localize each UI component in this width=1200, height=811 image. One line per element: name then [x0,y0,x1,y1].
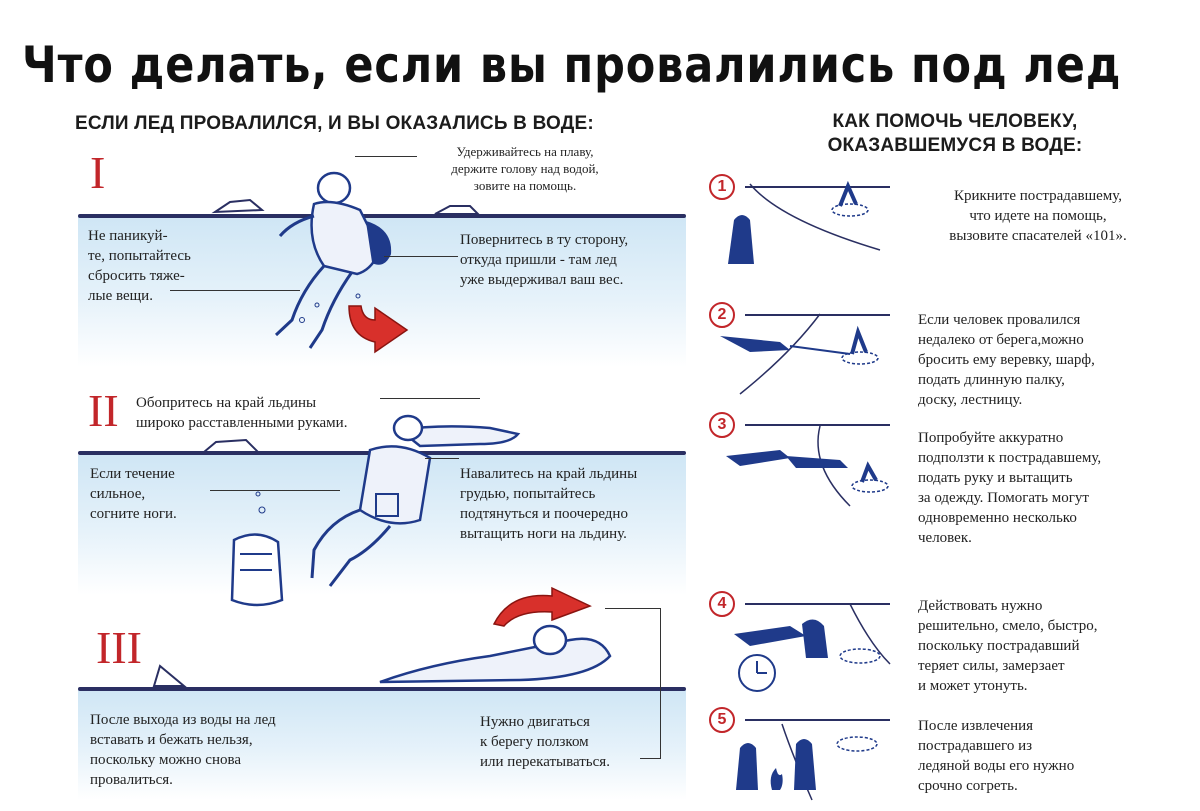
step-5-text: После извлечения пострадавшего из ледяно… [918,718,1075,794]
ice-floe-icon [434,205,481,215]
panel-1-right-text: Повернитесь в ту сторону, откуда пришли … [460,232,629,288]
ice-floe-icon [152,664,187,687]
panel-2-left-text: Если течение сильное, согните ноги. [90,466,177,522]
panel-2-top-text: Обопритесь на край льдины широко расстав… [136,395,348,431]
panel-1-top-text: Удерживайтесь на плаву, держите голову н… [451,144,599,193]
panel-1-left-text: Не паникуй- те, попытайтесь сбросить тяж… [88,228,191,304]
panel-numeral: I [90,147,106,198]
drowning-person-illustration [274,171,392,349]
panel-2-right-text: Навалитесь на край льдины грудью, попыта… [460,466,638,542]
left-section-heading: ЕСЛИ ЛЕД ПРОВАЛИЛСЯ, И ВЫ ОКАЗАЛИСЬ В ВО… [75,113,594,134]
rescue-scene-5-illustration [736,723,878,801]
shore-line [745,186,890,188]
ice-line [78,687,686,691]
shore-line [745,719,890,721]
rescue-scene-4-illustration [734,603,891,665]
step-number-badge: 2 [709,302,735,328]
step-3-text: Попробуйте аккуратно подползти к пострад… [918,430,1102,546]
panel-numeral: III [96,622,142,673]
backpack-icon [230,491,284,607]
step-number-badge: 3 [709,412,735,438]
step-2-text: Если человек провалился недалеко от бере… [918,312,1095,408]
ice-floe-icon [211,198,265,214]
ice-line [78,214,686,218]
climbing-person-illustration [310,414,521,587]
clock-icon [738,654,776,692]
rescue-scene-1-illustration [728,180,881,264]
panel-3-left-text: После выхода из воды на лед вставать и б… [90,712,276,788]
water-area [78,690,686,800]
leader-line [640,758,661,759]
shore-line [745,603,890,605]
panel-numeral: II [88,385,119,436]
crawling-person-illustration [379,624,612,684]
poster-title: Что делать, если вы провалились под лед [22,36,1122,94]
rescue-scene-3-illustration [726,425,889,507]
step-number-badge: 1 [709,174,735,200]
rescue-scene-2-illustration [720,313,879,395]
right-section-heading: КАК ПОМОЧЬ ЧЕЛОВЕКУ, ОКАЗАВШЕМУСЯ В ВОДЕ… [827,111,1083,156]
panel-3-right-text: Нужно двигаться к берегу ползком или пер… [480,714,610,770]
leader-line [380,398,480,399]
step-number-badge: 5 [709,707,735,733]
leader-line [605,608,661,609]
leader-line [210,490,340,491]
step-number-badge: 4 [709,591,735,617]
shore-line [745,314,890,316]
leader-line [355,156,417,157]
roll-arrow-icon [492,586,592,627]
turn-arrow-icon [348,305,409,354]
step-4-text: Действовать нужно решительно, смело, быс… [918,598,1098,694]
shore-line [745,424,890,426]
leader-line [660,608,661,758]
leader-line [425,458,459,459]
leader-line [170,290,300,291]
step-1-text: Крикните пострадавшему, что идете на пом… [949,188,1127,244]
leader-line [384,256,458,257]
ice-floe-icon [201,438,261,453]
